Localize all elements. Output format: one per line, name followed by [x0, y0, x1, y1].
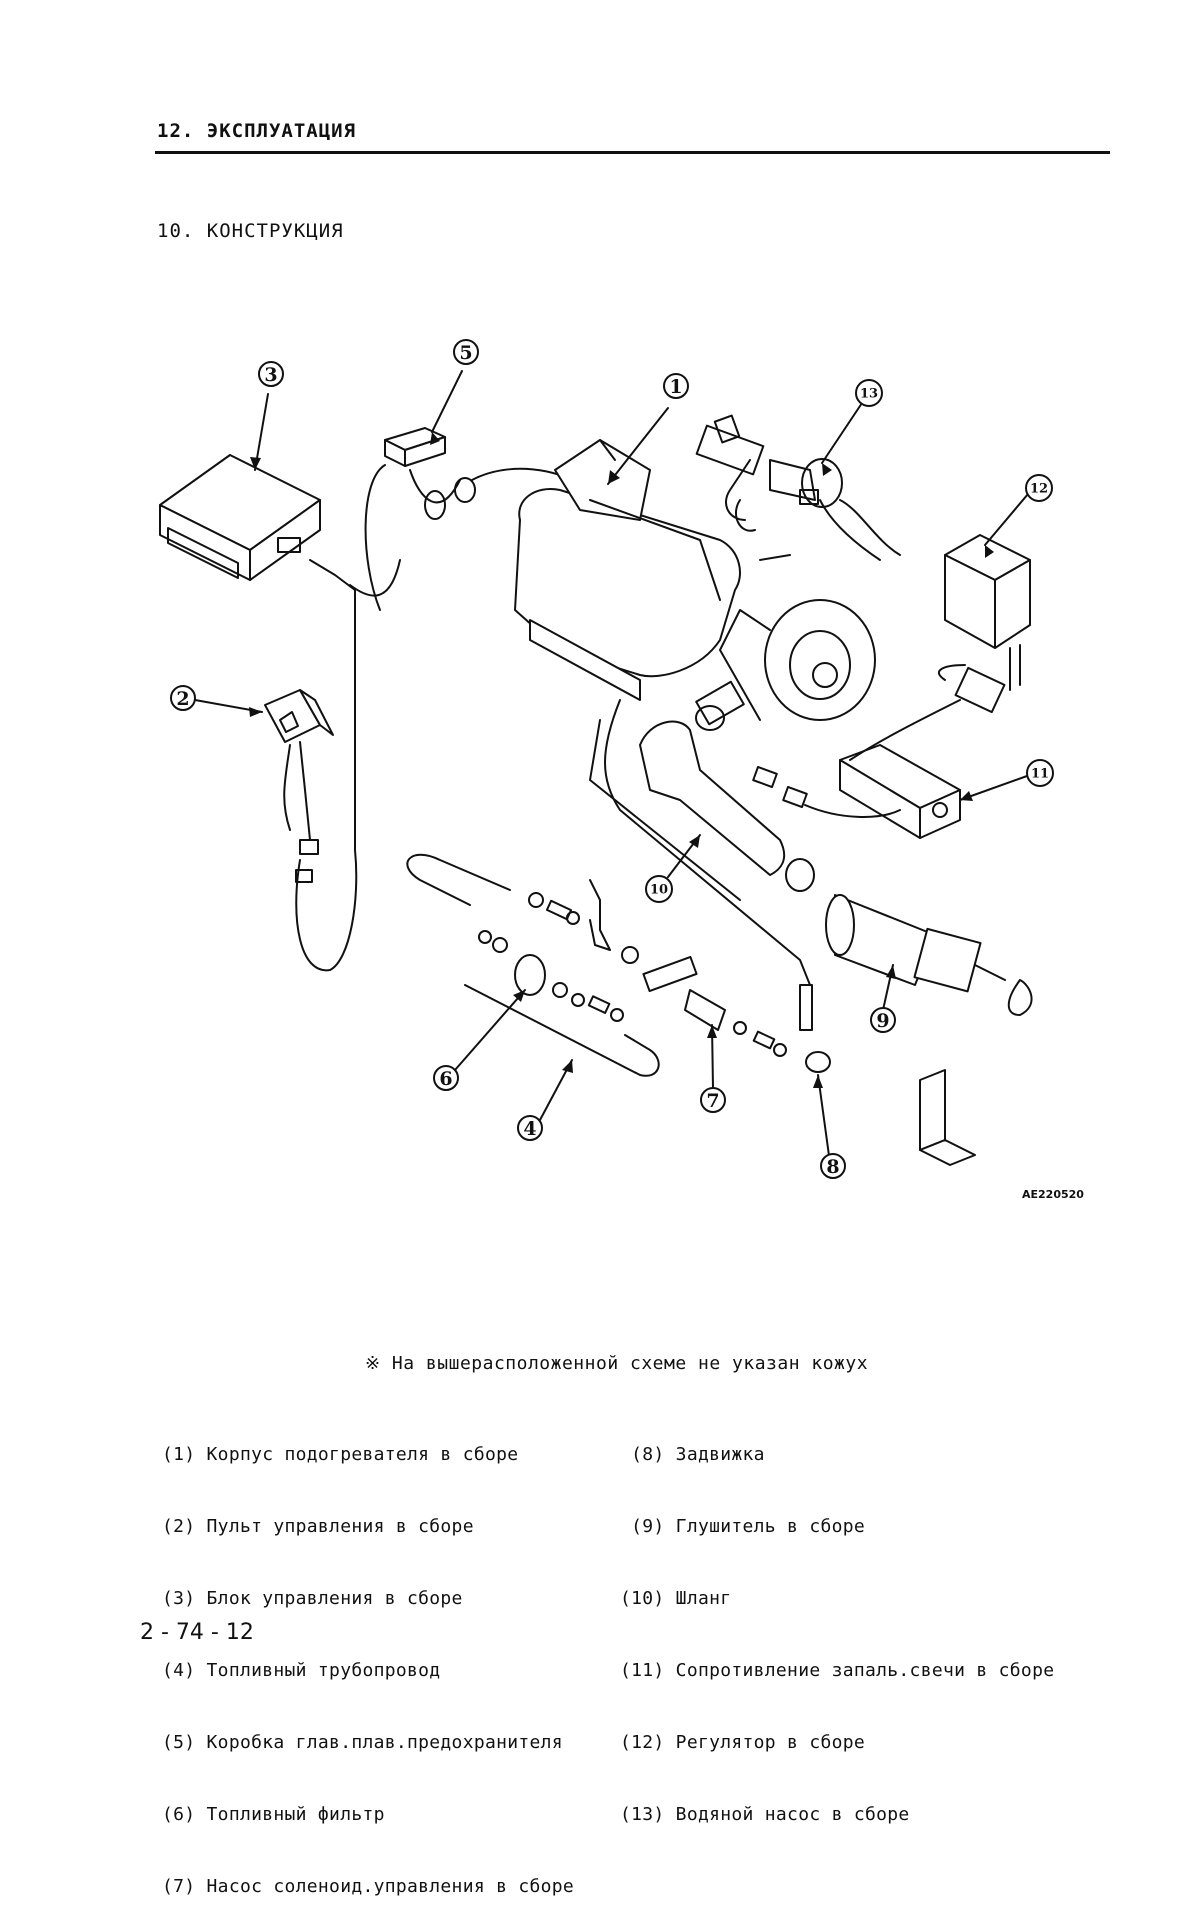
bracket-drawing [919, 1069, 976, 1166]
legend-left-column: (1) Корпус подогревателя в сборе (2) Пул… [162, 1395, 574, 1923]
page-number: 2 - 74 - 12 [140, 1620, 254, 1645]
subsection-title: 10. КОНСТРУКЦИЯ [157, 220, 344, 242]
callout-5: 5 [459, 342, 472, 364]
legend-item: (6) Топливный фильтр [162, 1804, 385, 1825]
callout-11: 11 [1031, 767, 1049, 782]
legend-item: (10) Шланг [620, 1588, 732, 1609]
resistor-drawing [752, 699, 961, 839]
solenoid-pump-drawing [684, 989, 787, 1057]
fuse-box-drawing [384, 427, 446, 467]
legend-item: (8) Задвижка [620, 1444, 765, 1465]
callout-11-circle [1026, 759, 1054, 787]
callout-8-circle [820, 1153, 846, 1179]
leader-12 [984, 493, 1029, 546]
muffler-drawing [825, 894, 1033, 1016]
callout-7: 7 [706, 1090, 719, 1112]
leader-8 [817, 1074, 831, 1164]
hose-drawing [639, 705, 815, 892]
legend-right-column: (8) Задвижка (9) Глушитель в сборе (10) … [620, 1395, 1054, 1851]
callout-1-circle [663, 373, 689, 399]
callout-6-circle [433, 1065, 459, 1091]
leader-1 [607, 407, 669, 485]
leader-5 [431, 370, 463, 433]
callout-2: 2 [176, 688, 189, 710]
callout-1: 1 [669, 376, 682, 398]
callout-6: 6 [439, 1068, 452, 1090]
callout-10-circle [645, 875, 673, 903]
legend-item: (13) Водяной насос в сборе [620, 1804, 910, 1825]
legend-item: (12) Регулятор в сборе [620, 1732, 866, 1753]
leader-3 [254, 393, 269, 471]
callout-12-circle [1025, 474, 1053, 502]
water-pump-drawing [695, 414, 901, 561]
leader-13 [821, 402, 863, 464]
callout-2-circle [170, 685, 196, 711]
callout-13-circle [855, 379, 883, 407]
legend-item: (9) Глушитель в сборе [620, 1516, 866, 1537]
header-rule [155, 151, 1110, 154]
control-unit-drawing [159, 454, 321, 581]
callout-13: 13 [860, 387, 878, 402]
note: ※ На вышерасположенной схеме не указан к… [365, 1353, 869, 1374]
legend-item: (1) Корпус подогревателя в сборе [162, 1444, 519, 1465]
legend-item: (5) Коробка глав.плав.предохранителя [162, 1732, 563, 1753]
callout-8: 8 [826, 1156, 839, 1178]
section-header: 12. ЭКСПЛУАТАЦИЯ [157, 120, 357, 142]
callout-3: 3 [264, 364, 277, 386]
legend-item: (4) Топливный трубопровод [162, 1660, 441, 1681]
exploded-diagram: 1 2 3 4 5 6 7 8 9 10 11 12 13 [159, 339, 1054, 1179]
figure-id: AE220520 [1022, 1188, 1084, 1201]
callout-10: 10 [650, 883, 668, 898]
callout-7-circle [700, 1087, 726, 1113]
legend-item: (7) Насос соленоид.управления в сборе [162, 1876, 575, 1897]
leader-11 [959, 775, 1028, 801]
callout-5-circle [453, 339, 479, 365]
callout-3-circle [258, 361, 284, 387]
leader-6 [454, 989, 526, 1071]
regulator-drawing [937, 534, 1031, 714]
callout-9-circle [870, 1007, 896, 1033]
heater-body-drawing [514, 439, 876, 726]
callout-4: 4 [523, 1118, 536, 1140]
callout-9: 9 [876, 1010, 889, 1032]
control-panel-drawing [264, 689, 334, 743]
callout-4-circle [517, 1115, 543, 1141]
legend-item: (11) Сопротивление запаль.свечи в сборе [620, 1660, 1055, 1681]
legend-item: (3) Блок управления в сборе [162, 1588, 463, 1609]
callout-12: 12 [1030, 482, 1048, 497]
fuel-filter-drawing [478, 879, 698, 1022]
legend-item: (2) Пульт управления в сборе [162, 1516, 474, 1537]
